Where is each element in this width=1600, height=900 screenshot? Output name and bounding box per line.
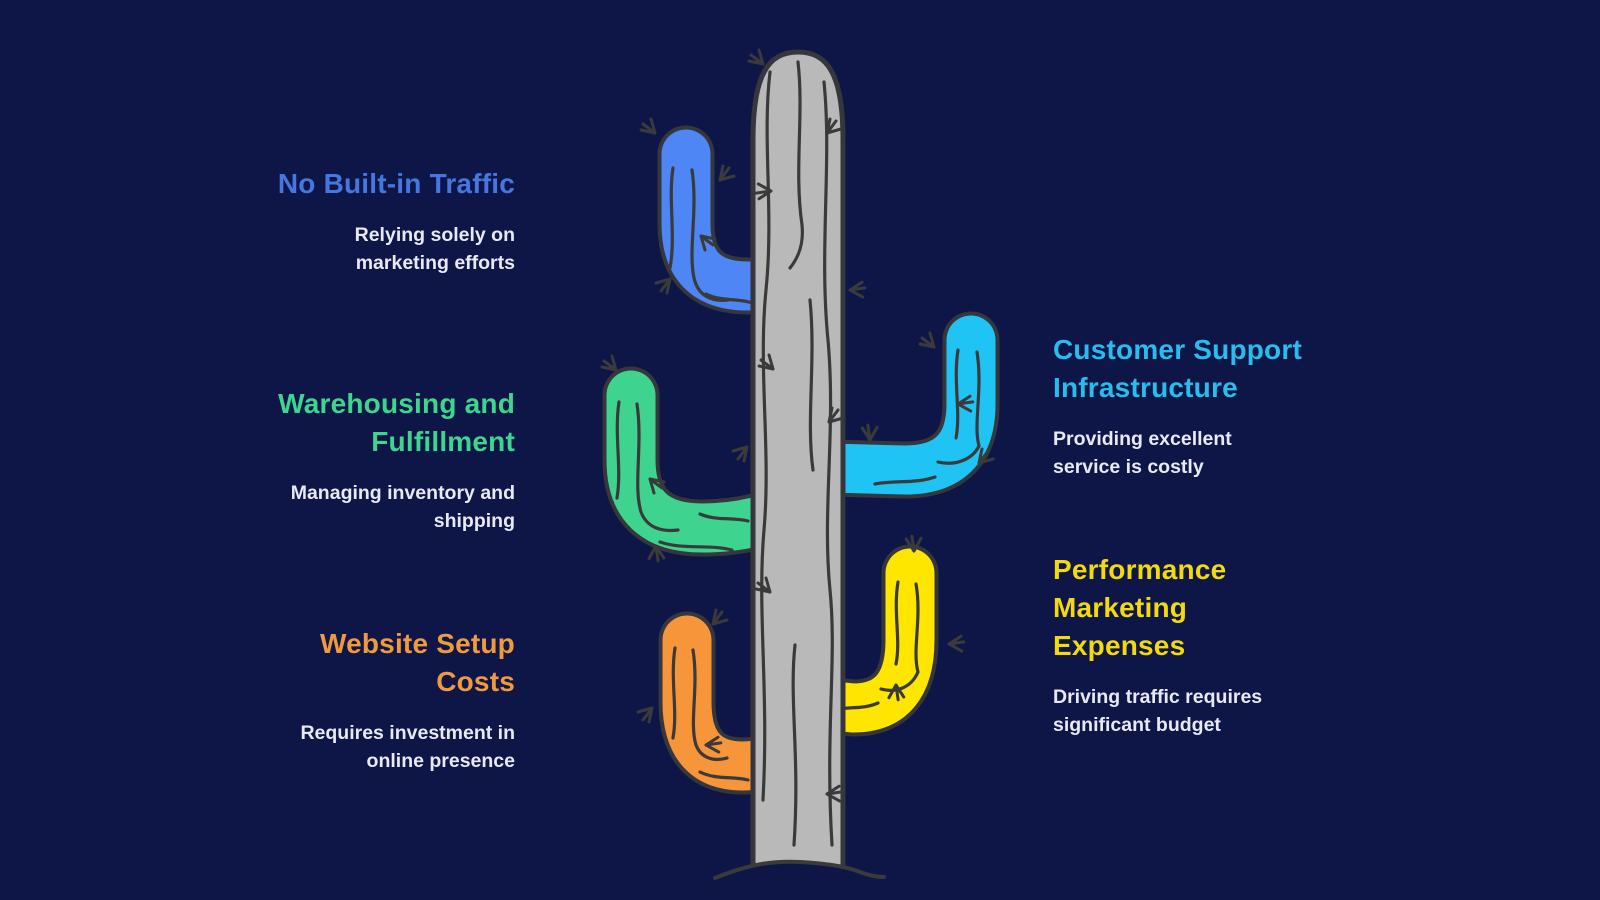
cactus-trunk-texture [760,60,834,847]
title-line: Infrastructure [1053,372,1238,403]
cactus-arm-customer-support [801,311,1000,499]
desc-line: online presence [366,750,515,772]
feature-customer-support: Customer Support Infrastructure Providin… [1053,331,1373,481]
cactus-arm-performance-marketing [805,544,939,737]
arm-fill [661,129,825,311]
feature-title: Performance Marketing Expenses [1053,551,1373,665]
title-line: Expenses [1053,630,1186,661]
desc-line: Driving traffic requires [1053,686,1263,708]
feature-performance-marketing: Performance Marketing Expenses Driving t… [1053,551,1373,739]
title-line: No Built-in Traffic [277,168,515,199]
desc-line: significant budget [1053,714,1221,736]
feature-title: Warehousing and Fulfillment [195,385,515,461]
feature-description: Providing excellent service is costly [1053,425,1373,481]
desc-line: service is costly [1053,456,1204,478]
feature-title: Customer Support Infrastructure [1053,331,1373,407]
feature-description: Relying solely on marketing efforts [195,221,515,277]
title-line: Performance [1053,554,1227,585]
desc-line: Providing excellent [1053,428,1232,450]
cactus-arm-no-built-in-traffic [657,125,829,315]
title-line: Fulfillment [371,426,515,457]
feature-no-built-in-traffic: No Built-in Traffic Relying solely on ma… [195,165,515,277]
cactus-trunk [750,49,846,893]
desc-line: shipping [433,510,515,532]
title-line: Warehousing and [278,388,515,419]
desc-line: marketing efforts [355,252,515,274]
feature-description: Requires investment in online presence [195,719,515,775]
feature-warehousing-fulfillment: Warehousing and Fulfillment Managing inv… [195,385,515,535]
feature-title: No Built-in Traffic [195,165,515,203]
desc-line: Relying solely on [354,224,515,246]
ground-fill [715,861,884,900]
title-line: Costs [436,666,515,697]
desc-line: Managing inventory and [290,482,515,504]
title-line: Website Setup [319,628,515,659]
feature-website-setup-costs: Website Setup Costs Requires investment … [195,625,515,775]
feature-description: Managing inventory and shipping [195,479,515,535]
feature-title: Website Setup Costs [195,625,515,701]
feature-description: Driving traffic requires significant bud… [1053,683,1373,739]
desc-line: Requires investment in [300,722,515,744]
title-line: Marketing [1053,592,1188,623]
ground-line [713,859,886,880]
arm-fill [805,315,996,495]
title-line: Customer Support [1053,334,1302,365]
